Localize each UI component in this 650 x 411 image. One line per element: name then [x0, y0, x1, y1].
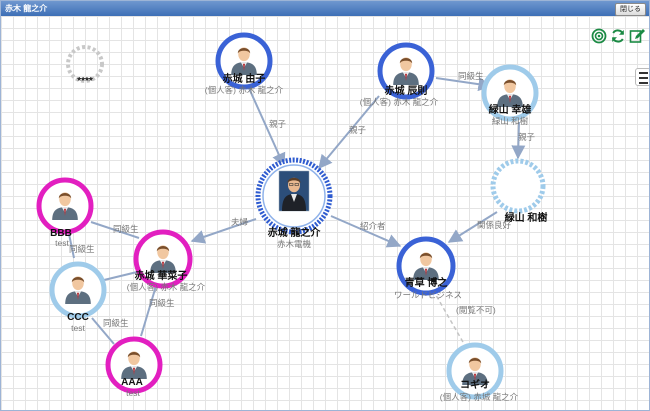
edge-yuko-center: [247, 85, 286, 168]
refresh-icon[interactable]: [610, 28, 626, 44]
edge-label-classmate: 同級生: [69, 244, 95, 254]
node-center[interactable]: 赤城 龍之介 赤木電機: [255, 157, 333, 249]
edge-label-parent-child: 親子: [349, 125, 367, 135]
edge-ccc-hanako: [103, 271, 138, 281]
edge-label-no-view: (閲覧不可): [456, 305, 496, 315]
node-name: CCC: [67, 312, 89, 323]
target-icon[interactable]: [591, 28, 607, 44]
edge-label-classmate: 同級生: [458, 71, 484, 81]
edge-bbb-ccc: [68, 233, 75, 259]
node-subtitle: test: [71, 323, 85, 333]
node-akagi-yuko[interactable]: 赤城 由子 (個人客) 赤木 龍之介: [205, 32, 284, 95]
center-photo: [278, 170, 310, 212]
title-bar: 赤木 龍之介 閉じる: [1, 1, 649, 16]
node-subtitle: 緑山 和樹: [492, 116, 529, 126]
node-kogio[interactable]: コギオ (個人客) 赤城 龍之介: [440, 342, 519, 402]
edge-label-spouse: 夫婦: [231, 217, 249, 227]
node-name: 赤城 龍之介: [268, 226, 322, 239]
edge-label-classmate: 同級生: [103, 318, 129, 328]
node-aokusa[interactable]: 青草 博之 ワールドビジネス: [394, 236, 462, 300]
node-name: 青草 博之: [405, 276, 448, 289]
edge-hanako-aaa: [140, 285, 157, 337]
node-name: 緑山 和樹: [505, 211, 548, 224]
node-name: BBB: [50, 228, 72, 239]
edge-label-parent-child: 親子: [518, 132, 536, 142]
edge-label-parent-child: 親子: [269, 119, 287, 129]
node-bbb[interactable]: BBB test: [36, 177, 94, 248]
edge-ccc-aaa: [91, 317, 115, 345]
node-midoriyama-kosuke[interactable]: 緑山 幸雄 緑山 和樹: [481, 64, 539, 126]
node-masked[interactable]: ****: [66, 45, 104, 87]
node-subtitle: 赤木電機: [277, 239, 312, 249]
node-subtitle: test: [55, 238, 69, 248]
edge-bbb-hanako: [90, 221, 140, 239]
node-name: コギオ: [460, 378, 490, 391]
edit-icon[interactable]: [629, 28, 645, 44]
node-akagi-tatsunori[interactable]: 赤城 辰則 (個人客) 赤木 龍之介: [360, 42, 439, 107]
close-button[interactable]: 閉じる: [615, 3, 646, 16]
node-subtitle: ワールドビジネス: [394, 290, 462, 300]
edge-center-aokusa: [330, 215, 402, 248]
edge-tatsunori-center: [318, 95, 380, 170]
edge-kosuke-kazuki: [511, 121, 526, 160]
edge-kazuki-aokusa: [447, 211, 498, 243]
node-name: 赤城 由子: [223, 72, 266, 85]
node-name: 緑山 幸雄: [489, 103, 532, 116]
relationship-graph: 親子 親子 同級生 親子 関係良好 紹介者 夫婦 同級生 同級生 同級生 同級生…: [36, 32, 548, 402]
edge-labels: 親子 親子 同級生 親子 関係良好 紹介者 夫婦 同級生 同級生 同級生 同級生…: [69, 71, 536, 328]
node-subtitle: (個人客) 赤木 龍之介: [360, 97, 439, 107]
node-name: 赤城 華菜子: [135, 269, 188, 282]
node-subtitle: (個人客) 赤木 龍之介: [127, 282, 206, 292]
node-ccc[interactable]: CCC test: [49, 261, 107, 333]
edge-tatsunori-kosuke: [435, 77, 493, 92]
list-icon[interactable]: [635, 68, 649, 86]
node-midoriyama-kazuki[interactable]: 緑山 和樹: [490, 158, 548, 224]
node-aaa[interactable]: AAA test: [105, 336, 163, 398]
edge-label-introducer: 紹介者: [360, 221, 386, 231]
relationship-canvas[interactable]: 親子 親子 同級生 親子 関係良好 紹介者 夫婦 同級生 同級生 同級生 同級生…: [1, 16, 649, 410]
edge-center-hanako: [190, 218, 257, 244]
edge-label-classmate: 同級生: [149, 298, 175, 308]
edges: [68, 77, 526, 350]
node-akagi-hanako[interactable]: 赤城 華菜子 (個人客) 赤木 龍之介: [127, 229, 206, 292]
window-title: 赤木 龍之介: [5, 4, 48, 13]
edge-aokusa-kogio: [432, 289, 468, 350]
node-subtitle: (個人客) 赤城 龍之介: [440, 392, 519, 402]
edge-label-classmate: 同級生: [113, 224, 139, 234]
node-subtitle: test: [126, 388, 140, 398]
node-name: AAA: [121, 377, 143, 388]
node-name: ****: [77, 76, 93, 87]
edge-label-related: 関係良好: [477, 220, 512, 230]
node-name: 赤城 辰則: [385, 84, 428, 97]
node-subtitle: (個人客) 赤木 龍之介: [205, 85, 284, 95]
